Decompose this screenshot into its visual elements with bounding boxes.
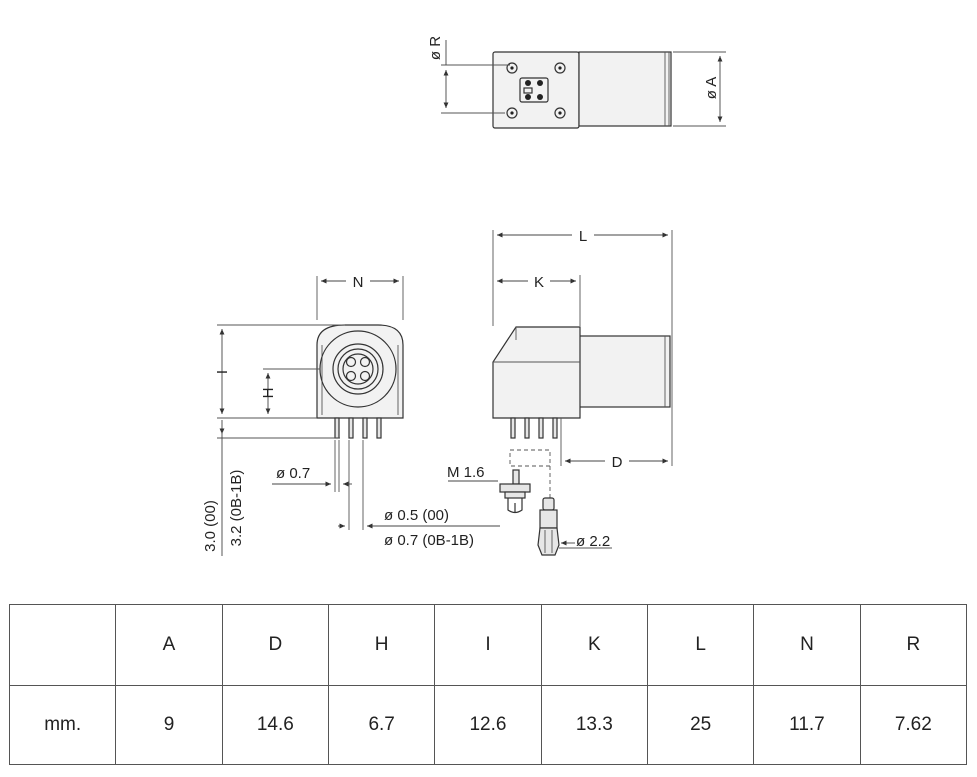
table-header-cell bbox=[8, 604, 117, 686]
top-view: ø R ø A bbox=[427, 36, 726, 129]
table-cell: 13.3 bbox=[540, 685, 648, 765]
dim-r-label: ø R bbox=[427, 36, 444, 60]
table-header-cell: D bbox=[221, 604, 329, 686]
table-header-cell: L bbox=[646, 604, 755, 686]
table-header-cell: A bbox=[115, 604, 223, 686]
dim-k-label: K bbox=[534, 274, 544, 291]
dimension-table: A D H I K L N R mm. 9 14.6 6.7 12.6 13.3… bbox=[8, 604, 968, 765]
dim-a-label: ø A bbox=[703, 77, 720, 100]
nut-diameter-label: ø 2.2 bbox=[576, 533, 610, 550]
table-cell: 7.62 bbox=[859, 685, 968, 765]
table-header-cell: R bbox=[859, 604, 968, 686]
table-header-cell: H bbox=[327, 604, 436, 686]
table-cell: 12.6 bbox=[434, 685, 542, 765]
table-header-row: A D H I K L N R bbox=[8, 604, 968, 686]
table-header-cell: I bbox=[434, 604, 542, 686]
dim-l-label: L bbox=[579, 228, 587, 245]
table-row: mm. 9 14.6 6.7 12.6 13.3 25 11.7 7.62 bbox=[8, 685, 968, 765]
table-cell: mm. bbox=[8, 685, 117, 765]
screw-label: M 1.6 bbox=[447, 464, 485, 481]
table-cell: 11.7 bbox=[753, 685, 861, 765]
side-view: L K D M 1.6 ø 2.2 bbox=[447, 225, 673, 556]
table-header-cell: K bbox=[540, 604, 648, 686]
technical-drawing: ø R ø A N I bbox=[202, 36, 726, 556]
pin-length-0b-label: 3.2 (0B-1B) bbox=[228, 470, 245, 547]
dim-h-label: H bbox=[260, 388, 277, 399]
hole-diameter-00-label: ø 0.5 (00) bbox=[384, 507, 449, 524]
table-header-cell: N bbox=[753, 604, 861, 686]
table-cell: 9 bbox=[115, 685, 223, 765]
dim-n-label: N bbox=[353, 274, 364, 291]
pin-diameter-label: ø 0.7 bbox=[276, 465, 310, 482]
pin-length-00-label: 3.0 (00) bbox=[202, 500, 219, 552]
front-view: N I H 3.0 (00) 3.2 (0B-1B) ø 0.7 ø 0.5 (… bbox=[202, 271, 500, 556]
hole-diameter-0b-label: ø 0.7 (0B-1B) bbox=[384, 532, 474, 549]
dim-d-label: D bbox=[612, 454, 623, 471]
table-cell: 14.6 bbox=[221, 685, 329, 765]
table-cell: 6.7 bbox=[327, 685, 436, 765]
table-cell: 25 bbox=[646, 685, 755, 765]
dim-i-label: I bbox=[214, 370, 231, 374]
